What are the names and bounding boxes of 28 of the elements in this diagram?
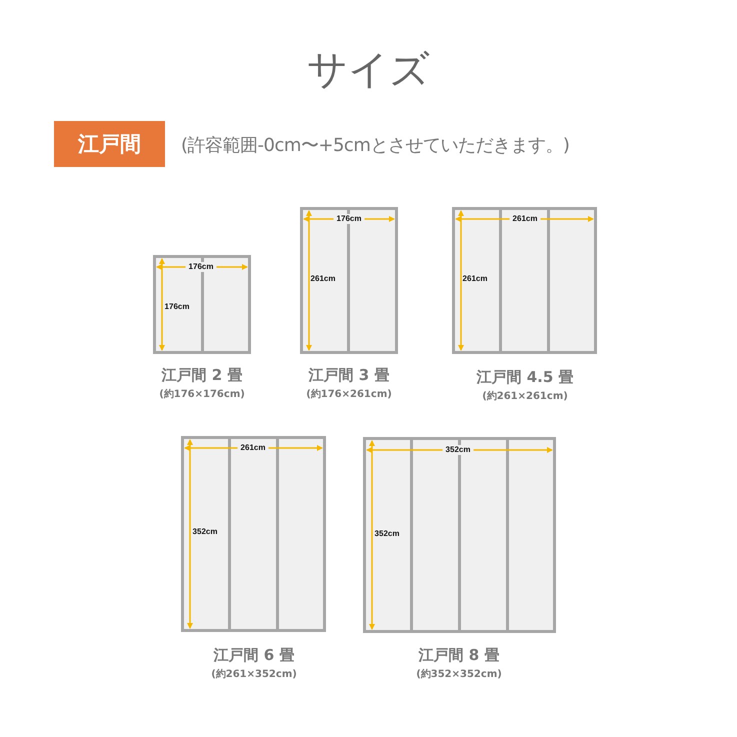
- dimension-label: 176cm: [186, 262, 216, 272]
- tatami-mat: [363, 437, 556, 633]
- dimension-label: 352cm: [442, 445, 474, 455]
- note-text: (許容範囲-0cm〜+5cmとさせていただきます。): [181, 134, 570, 157]
- dimension-label: 261cm: [462, 274, 488, 284]
- size-note: (約261×261cm): [482, 390, 568, 403]
- tatami-mat: [181, 436, 326, 632]
- size-note: (約176×261cm): [306, 388, 392, 401]
- dimension-label: 176cm: [334, 214, 364, 224]
- dimension-label: 352cm: [374, 529, 400, 539]
- size-note: (約352×352cm): [416, 668, 502, 681]
- tatami-mat: [153, 255, 251, 354]
- dimension-label: 261cm: [510, 214, 540, 224]
- tatami-mat: [300, 207, 398, 354]
- size-caption: 江戸間 6 畳: [214, 646, 294, 665]
- size-caption: 江戸間 2 畳: [162, 366, 242, 385]
- size-caption: 江戸間 4.5 畳: [476, 368, 574, 387]
- size-note: (約176×176cm): [159, 388, 245, 401]
- dimension-label: 352cm: [192, 527, 218, 537]
- dimension-label: 261cm: [310, 274, 336, 284]
- size-caption: 江戸間 8 畳: [418, 646, 500, 665]
- dimension-label: 176cm: [164, 302, 190, 312]
- tatami-mat: [452, 207, 597, 354]
- size-caption: 江戸間 3 畳: [308, 366, 390, 385]
- page-title: サイズ: [306, 46, 431, 95]
- category-badge: 江戸間: [54, 121, 165, 167]
- dimension-label: 261cm: [238, 443, 268, 453]
- size-note: (約261×352cm): [211, 668, 297, 681]
